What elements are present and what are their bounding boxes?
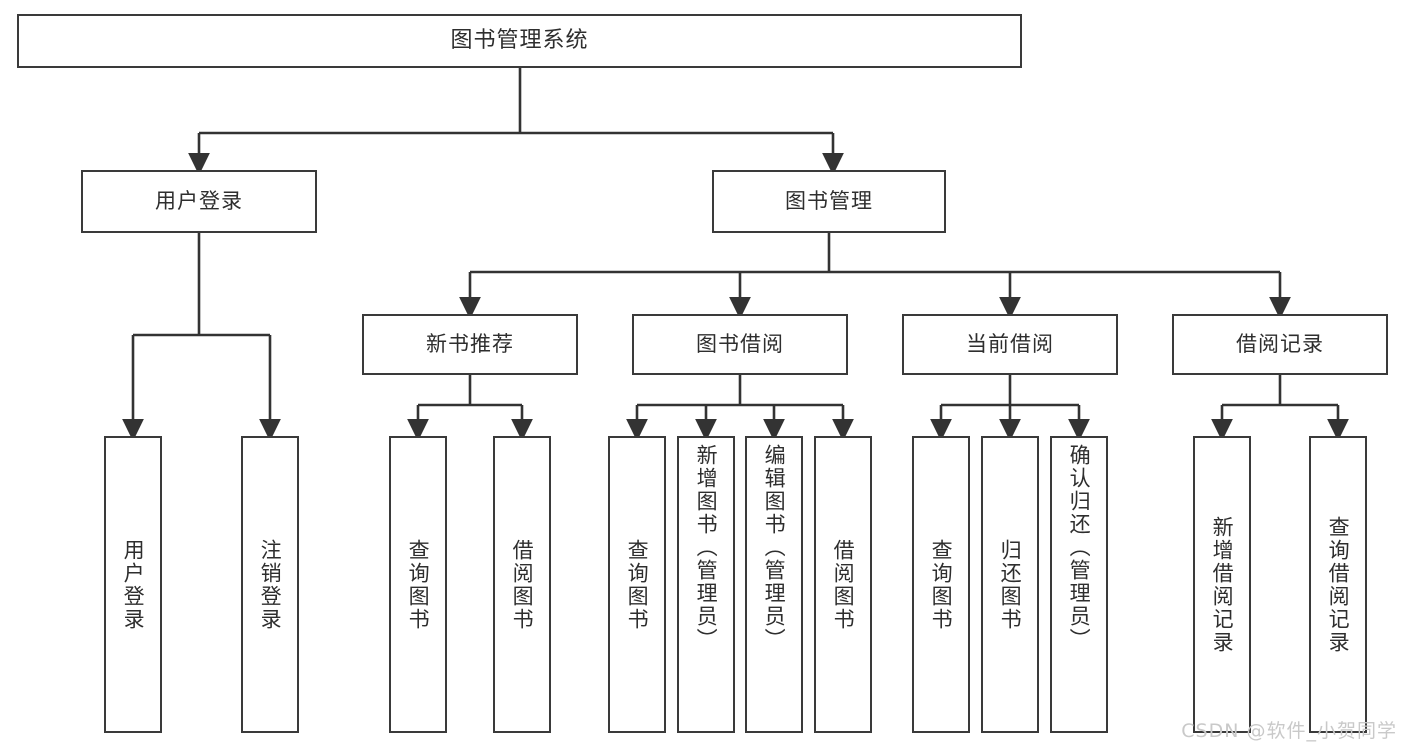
node-label: 用户登录 [155, 189, 243, 214]
leaf-label: 查询图书 [406, 538, 431, 631]
node-root-system[interactable]: 图书管理系统 [17, 14, 1022, 68]
node-label: 图书借阅 [696, 332, 784, 357]
leaf-label: 新增图书（管理员） [694, 444, 719, 651]
leaf-label: 查询借阅记录 [1326, 515, 1351, 654]
leaf-query-book-new-recommend[interactable]: 查询图书 [389, 436, 447, 733]
leaf-borrow-book-new-recommend[interactable]: 借阅图书 [493, 436, 551, 733]
leaf-label: 确认归还（管理员） [1067, 444, 1092, 651]
node-borrow-record[interactable]: 借阅记录 [1172, 314, 1388, 375]
leaf-add-borrow-record[interactable]: 新增借阅记录 [1193, 436, 1251, 733]
leaf-edit-book-admin[interactable]: 编辑图书（管理员） [745, 436, 803, 733]
watermark-text: CSDN @软件_小贺同学 [1181, 720, 1397, 742]
leaf-return-book[interactable]: 归还图书 [981, 436, 1039, 733]
node-label: 当前借阅 [966, 332, 1054, 357]
node-user-login[interactable]: 用户登录 [81, 170, 317, 233]
leaf-label: 查询图书 [625, 538, 650, 631]
leaf-add-book-admin[interactable]: 新增图书（管理员） [677, 436, 735, 733]
leaf-user-logout[interactable]: 注销登录 [241, 436, 299, 733]
node-label: 图书管理 [785, 189, 873, 214]
leaf-query-book-borrow[interactable]: 查询图书 [608, 436, 666, 733]
leaf-label: 归还图书 [998, 538, 1023, 631]
node-book-manage[interactable]: 图书管理 [712, 170, 946, 233]
node-current-borrow[interactable]: 当前借阅 [902, 314, 1118, 375]
leaf-user-login[interactable]: 用户登录 [104, 436, 162, 733]
leaf-label: 借阅图书 [831, 538, 856, 631]
node-label: 借阅记录 [1236, 332, 1324, 357]
leaf-query-book-current[interactable]: 查询图书 [912, 436, 970, 733]
node-book-borrow[interactable]: 图书借阅 [632, 314, 848, 375]
leaf-borrow-book-borrow[interactable]: 借阅图书 [814, 436, 872, 733]
leaf-label: 新增借阅记录 [1210, 515, 1235, 654]
node-label: 图书管理系统 [450, 28, 589, 54]
leaf-confirm-return-admin[interactable]: 确认归还（管理员） [1050, 436, 1108, 733]
node-new-book-recommend[interactable]: 新书推荐 [362, 314, 578, 375]
leaf-query-borrow-record[interactable]: 查询借阅记录 [1309, 436, 1367, 733]
leaf-label: 注销登录 [258, 538, 283, 631]
leaf-label: 查询图书 [929, 538, 954, 631]
leaf-label: 编辑图书（管理员） [762, 444, 787, 651]
leaf-label: 借阅图书 [510, 538, 535, 631]
leaf-label: 用户登录 [121, 538, 146, 631]
node-label: 新书推荐 [426, 332, 514, 357]
